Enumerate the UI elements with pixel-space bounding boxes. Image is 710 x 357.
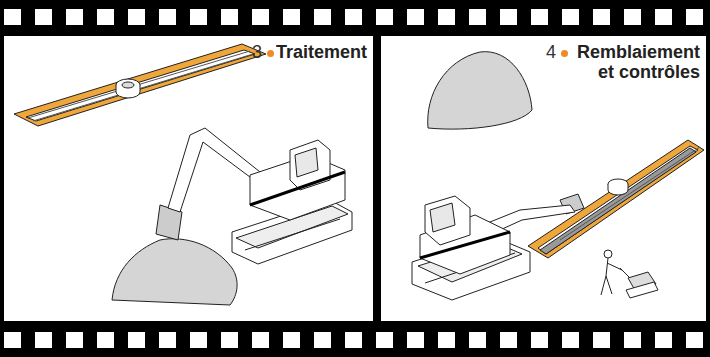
sprocket-hole — [252, 9, 269, 25]
trench — [528, 140, 704, 258]
sprocket-hole — [655, 332, 672, 348]
step-number: 3 — [252, 42, 262, 62]
sprocket-hole — [314, 332, 331, 348]
sprocket-hole — [159, 9, 176, 25]
sprocket-hole — [469, 9, 486, 25]
frame-title: 4 Remblaiement et contrôles — [546, 42, 700, 82]
sprocket-hole — [190, 332, 207, 348]
sprocket-hole — [469, 332, 486, 348]
sprocket-hole — [283, 332, 300, 348]
sprocket-hole — [4, 9, 21, 25]
sprocket-hole — [345, 332, 362, 348]
sprocket-hole — [35, 332, 52, 348]
sprocket-hole — [531, 332, 548, 348]
bullet-dot — [561, 50, 568, 57]
sprocket-hole — [438, 332, 455, 348]
frame-title: 3 Traitement — [252, 42, 367, 62]
sprocket-hole — [593, 332, 610, 348]
step-title: Remblaiement et contrôles — [570, 42, 700, 82]
sprocket-hole — [593, 9, 610, 25]
sprocket-hole — [345, 9, 362, 25]
sprocket-hole — [35, 9, 52, 25]
sprocket-hole — [686, 9, 703, 25]
sprocket-hole — [190, 9, 207, 25]
sprocket-hole — [97, 9, 114, 25]
frame-panel — [4, 36, 373, 321]
sprocket-hole — [283, 9, 300, 25]
sprocket-hole — [407, 332, 424, 348]
sprocket-hole — [376, 9, 393, 25]
sprocket-hole — [655, 9, 672, 25]
film-frame: 3 Traitement — [4, 36, 373, 321]
sprocket-hole — [128, 9, 145, 25]
sprocket-hole — [97, 332, 114, 348]
sprocket-hole — [221, 332, 238, 348]
trench — [14, 44, 266, 126]
sprocket-hole — [221, 9, 238, 25]
bullet-dot — [267, 50, 274, 57]
sprocket-hole — [159, 332, 176, 348]
sprocket-hole — [66, 9, 83, 25]
frame-panel — [381, 36, 706, 321]
sprocket-hole — [562, 9, 579, 25]
sprocket-hole — [128, 332, 145, 348]
soil-pile — [428, 52, 532, 129]
step-number: 4 — [546, 42, 556, 62]
sprocket-hole — [438, 9, 455, 25]
sprocket-hole — [4, 332, 21, 348]
sprocket-hole — [624, 332, 641, 348]
sprocket-hole — [407, 9, 424, 25]
sprocket-hole — [500, 332, 517, 348]
sprocket-hole — [376, 332, 393, 348]
film-frame: 4 Remblaiement et contrôles — [381, 36, 706, 321]
sprocket-hole — [624, 9, 641, 25]
excavator — [112, 128, 352, 305]
sprocket-hole — [252, 332, 269, 348]
sprocket-hole — [314, 9, 331, 25]
step-title: Traitement — [276, 42, 367, 62]
sprocket-hole — [531, 9, 548, 25]
sprocket-hole — [500, 9, 517, 25]
plate-compactor — [601, 250, 658, 298]
sprocket-hole — [66, 332, 83, 348]
sprocket-hole — [686, 332, 703, 348]
excavator — [412, 196, 575, 300]
sprocket-hole — [562, 332, 579, 348]
